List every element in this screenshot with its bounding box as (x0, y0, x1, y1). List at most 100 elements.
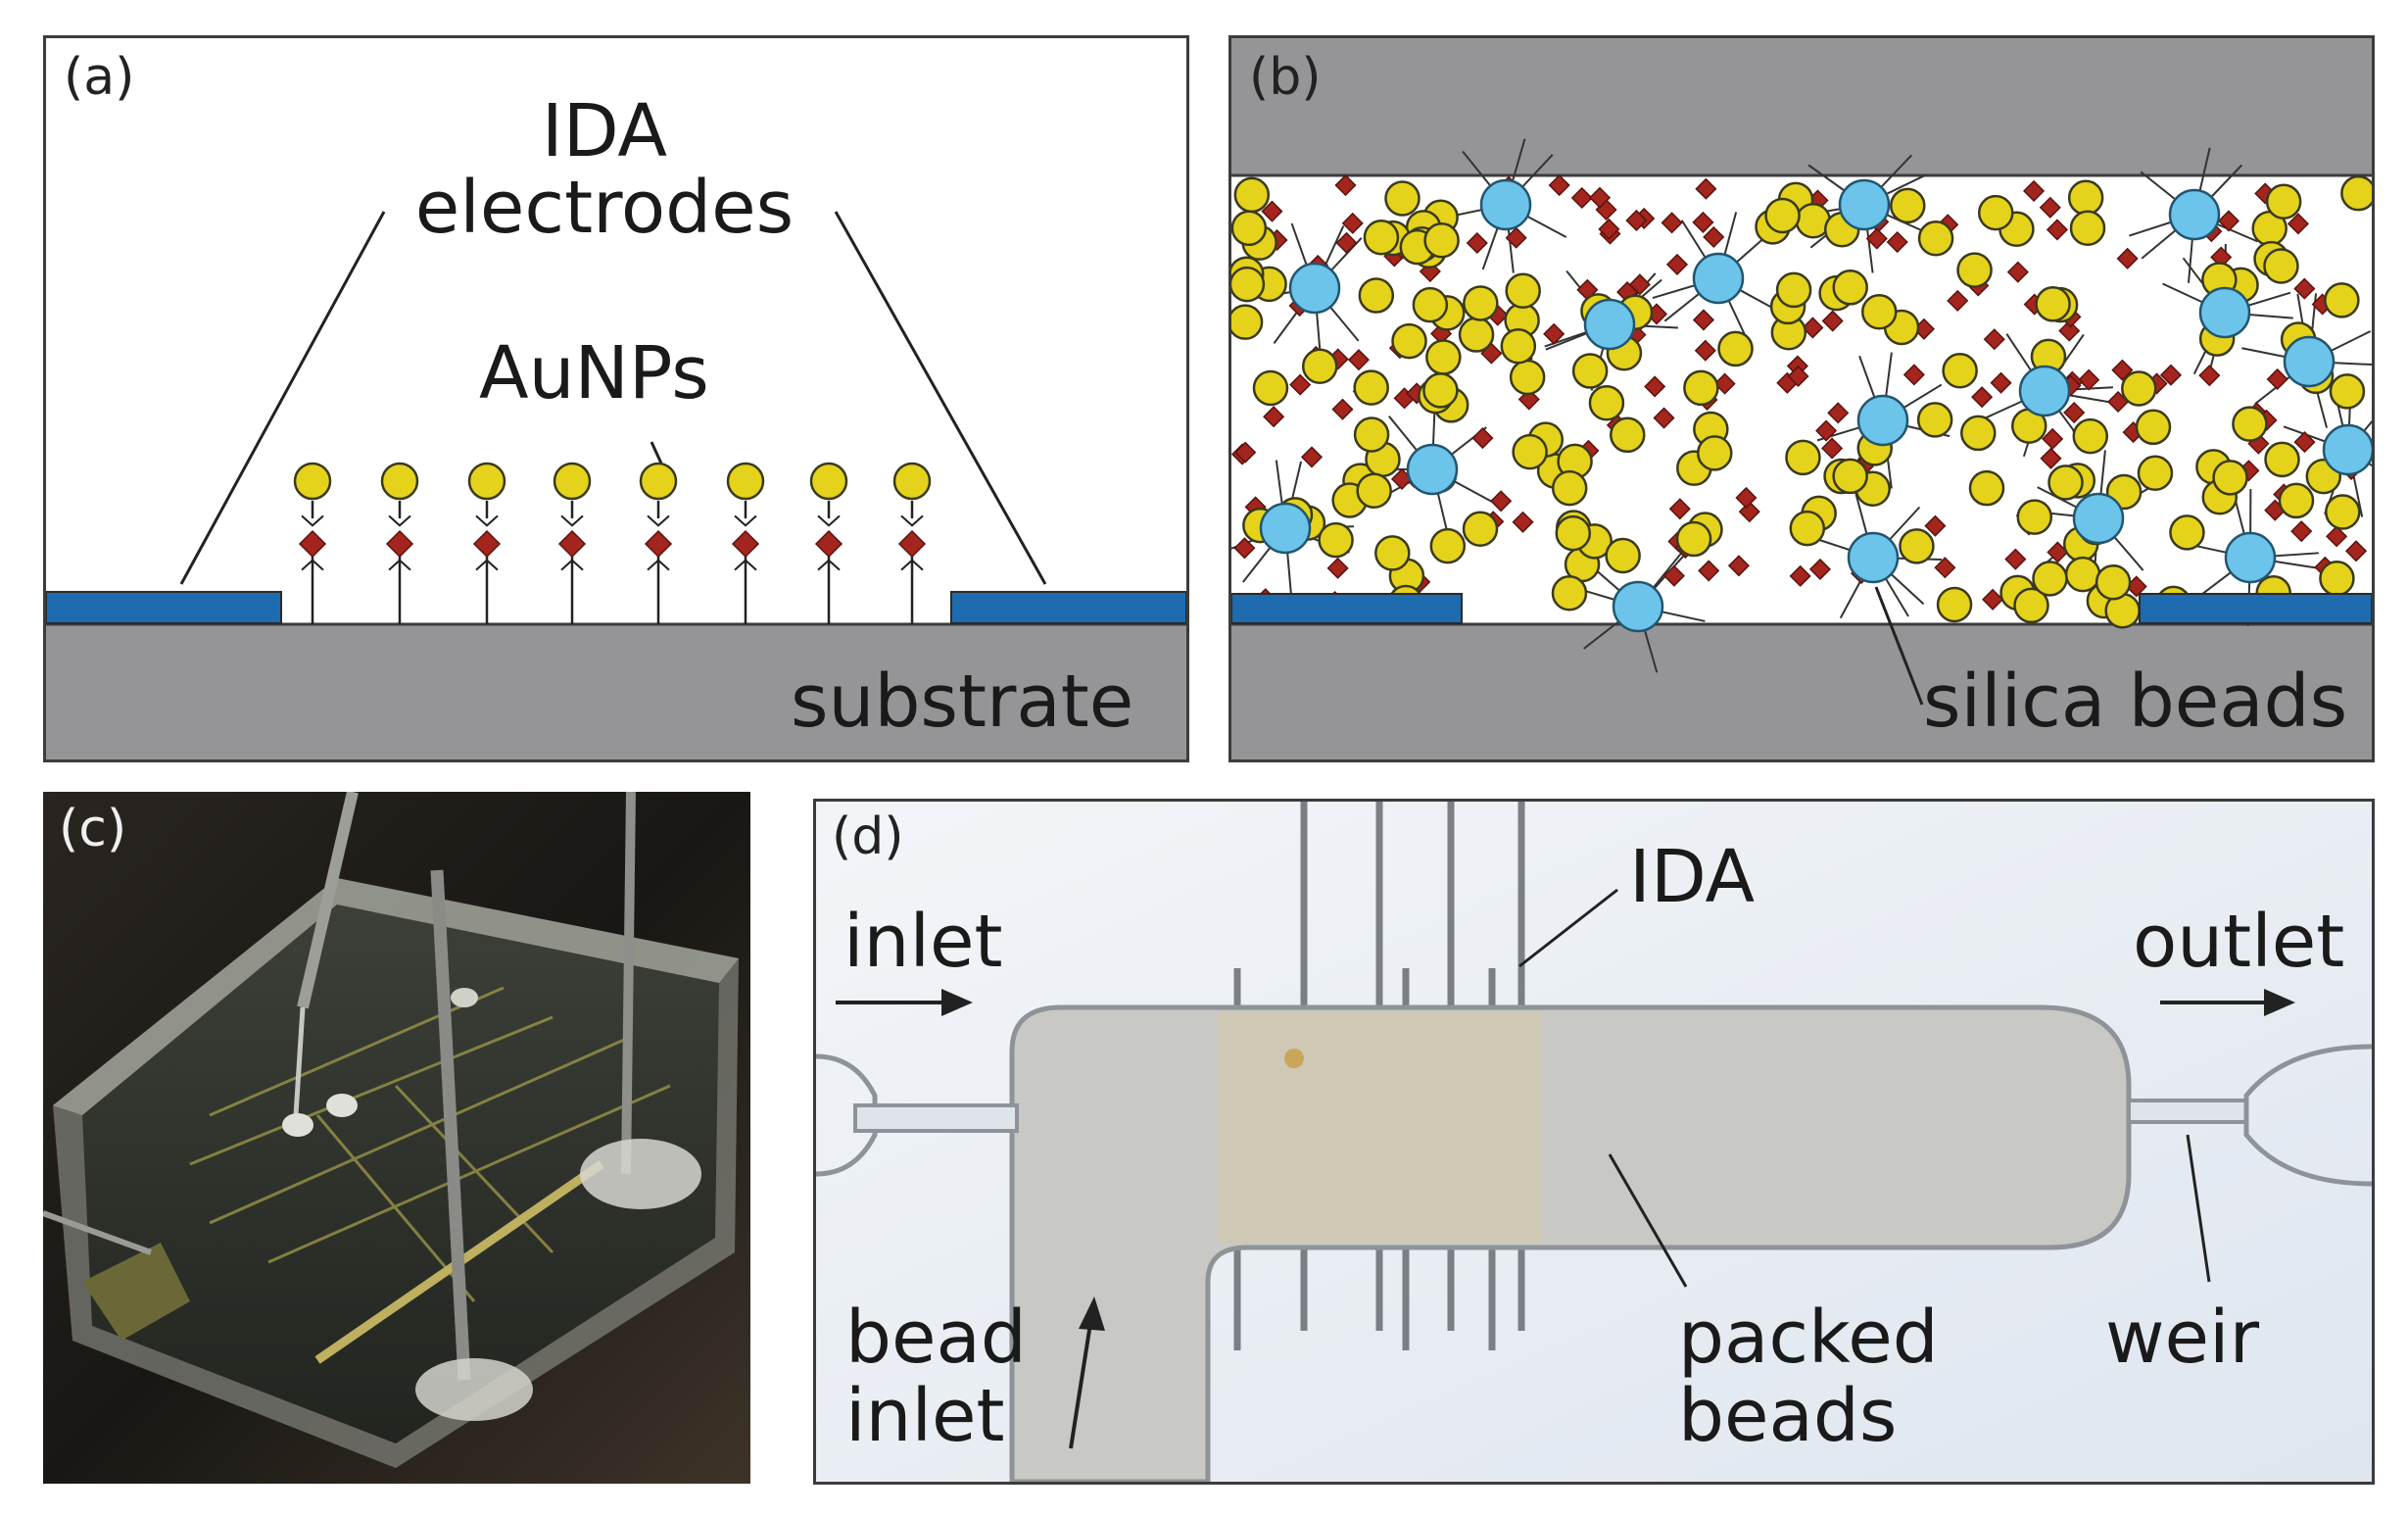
antigen-diamond (1548, 173, 1570, 197)
aunp-circle (1936, 586, 1973, 623)
weir-leader (2186, 1134, 2211, 1283)
aunp-circle (1374, 535, 1411, 571)
silica-bead (1856, 394, 1909, 447)
antigen-diamond (2063, 401, 2086, 424)
antigen-diamond (1233, 537, 1256, 560)
antigen-diamond (2040, 447, 2062, 469)
aunp-sandwich (726, 462, 765, 624)
antigen-diamond (557, 529, 587, 559)
aunp-circle (1860, 294, 1898, 330)
ida-line-2: electrodes (414, 166, 795, 250)
aunp-sandwich (380, 462, 419, 624)
antigen-diamond (814, 529, 843, 559)
antigen-diamond (731, 529, 760, 559)
panel-a-schematic (46, 211, 1186, 759)
leader-silica (1874, 586, 1924, 706)
silica-bead (1259, 502, 1312, 555)
outlet-label: outlet (2133, 900, 2345, 984)
silica-bead (2283, 335, 2336, 388)
antigen-diamond (897, 529, 927, 559)
substrate-block (46, 624, 1186, 759)
aunp-circle (809, 462, 848, 501)
panel-a-label: (a) (64, 48, 135, 107)
aunp-circle (1917, 220, 1954, 257)
silica-bead (1406, 443, 1459, 496)
antigen-diamond (1865, 227, 1888, 250)
aunp-circle (553, 462, 592, 501)
silica-bead (2072, 492, 2125, 545)
antigen-diamond (1570, 186, 1593, 210)
aunp-circle (1890, 187, 1926, 224)
aunp-circle (1458, 317, 1495, 353)
antigen-diamond (1588, 186, 1612, 209)
ida-electrode-right (950, 591, 1186, 624)
antigen-diamond (1341, 212, 1364, 234)
bead-inlet-label: bead inlet (845, 1301, 1027, 1452)
antigen-diamond (2217, 210, 2240, 232)
panel-b-schematic (1231, 38, 2372, 759)
silica-bead (2018, 365, 2071, 417)
antigen-diamond (1808, 558, 1832, 580)
antigen-diamond (1625, 209, 1648, 232)
silica-bead (1479, 178, 1532, 231)
antigen-diamond (2046, 219, 2068, 241)
aunp-circle (1500, 327, 1537, 365)
antigen-diamond (1727, 555, 1750, 577)
antigen-diamond (1263, 406, 1285, 428)
aunp-circle (2016, 499, 2053, 535)
antigen-diamond (2078, 368, 2100, 391)
packed-line-1: packed (1678, 1296, 1939, 1380)
aunp-circle (1353, 369, 1389, 406)
aunp-circle (1588, 384, 1625, 421)
packed-beads-label: packed beads (1678, 1301, 1939, 1452)
panel-d-label: (d) (832, 807, 904, 866)
antigen-diamond (2290, 520, 2313, 543)
antigen-diamond (1821, 437, 1844, 460)
aunp-circle (1301, 348, 1338, 384)
aunp-circle (1509, 359, 1546, 396)
channel-body (1009, 1004, 2132, 1482)
aunp-circle (1916, 402, 1953, 438)
antigen-diamond (1983, 328, 2005, 351)
antigen-diamond (1821, 310, 1844, 332)
antigen-diamond (1886, 230, 1908, 254)
silica-bead (2168, 188, 2221, 241)
antigen-diamond (1698, 560, 1720, 582)
antigen-diamond (2198, 365, 2221, 387)
aunp-circle (1832, 269, 1868, 306)
antigen-diamond (1802, 317, 1824, 339)
antigen-diamond (472, 529, 502, 559)
aunp-circle (1899, 528, 1935, 564)
aunp-circle (2135, 409, 2172, 446)
weir (2127, 1099, 2248, 1124)
aunp-circle (1717, 330, 1754, 367)
antigen-diamond (2004, 548, 2027, 570)
aunp-circle (639, 462, 678, 501)
aunp-circle (1956, 252, 1993, 288)
aunp-circle (1551, 469, 1588, 507)
aunp-circle (1505, 272, 1541, 310)
aunp-circle (1764, 197, 1801, 234)
leader-left (179, 211, 386, 585)
aunp-circle (293, 462, 332, 501)
aunp-circle (1356, 472, 1392, 510)
aunp-circle (2263, 248, 2299, 284)
aunp-circle (2169, 514, 2205, 551)
aunp-circle (1960, 415, 1997, 452)
inlet-label: inlet (843, 900, 1003, 984)
aunp-circle (1231, 210, 1268, 247)
antigen-diamond (2326, 525, 2348, 548)
aunp-circle (2324, 282, 2360, 318)
aunp-circle (1775, 271, 1812, 309)
aunp-circle (1231, 266, 1266, 303)
aunp-circle (2340, 174, 2372, 212)
channel-micrograph (816, 802, 2372, 1482)
antigen-diamond (1692, 211, 1714, 233)
antigen-diamond (1924, 514, 1947, 537)
aunp-circle (1605, 537, 1641, 574)
antigen-diamond (1653, 407, 1675, 429)
aunp-circle (1610, 416, 1646, 454)
aunp-circle (1429, 527, 1467, 564)
aunp-circle (380, 462, 419, 501)
packed-line-2: beads (1678, 1374, 1898, 1458)
